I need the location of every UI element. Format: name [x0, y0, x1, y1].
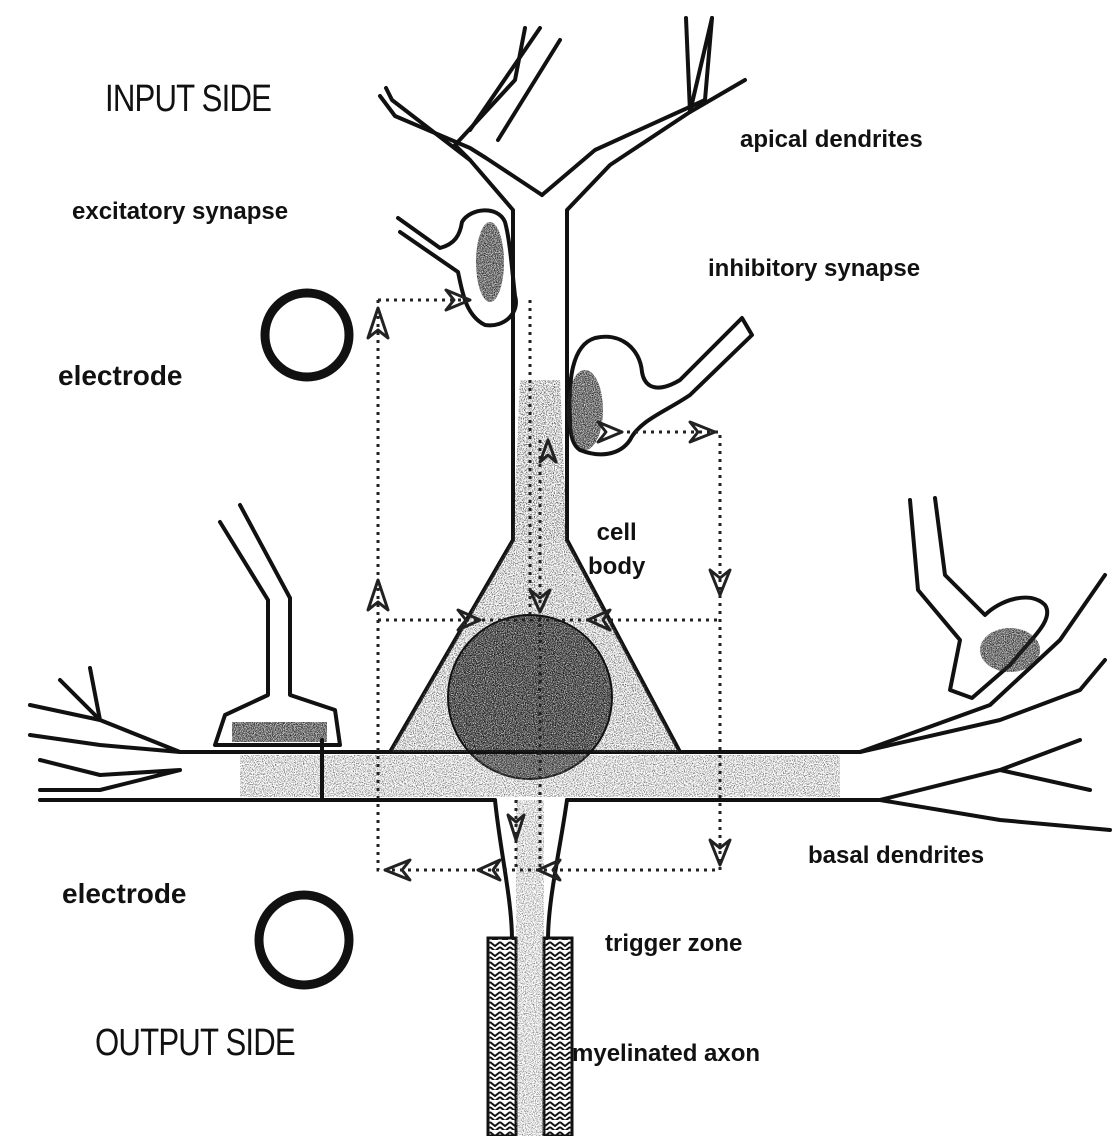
myelin-sheath-right: [544, 938, 572, 1136]
cell-body-label-line1: cell: [588, 516, 645, 550]
inhibitory-synapse: [567, 318, 752, 454]
electrode-bottom-label: electrode: [62, 878, 187, 910]
basal-dendrites-label: basal dendrites: [808, 842, 984, 870]
input-side-label: INPUT SIDE: [105, 78, 271, 121]
apical-dendrites-label: apical dendrites: [740, 126, 923, 154]
axon: [488, 800, 572, 1136]
excitatory-synapse-label: excitatory synapse: [72, 198, 288, 226]
cell-body-label-line2: body: [588, 550, 645, 584]
excitatory-synapse: [398, 210, 516, 325]
myelinated-axon-label: myelinated axon: [572, 1040, 760, 1068]
cell-body-label: cell body: [588, 516, 645, 584]
electrode-top-icon: [265, 293, 349, 377]
basal-synapse-right: [910, 498, 1047, 698]
electrode-bottom-icon: [259, 895, 349, 985]
inhibitory-synapse-label: inhibitory synapse: [708, 255, 920, 283]
trigger-zone-label: trigger zone: [605, 930, 742, 958]
output-side-label: OUTPUT SIDE: [95, 1022, 295, 1065]
myelin-sheath-left: [488, 938, 516, 1136]
electrode-top-label: electrode: [58, 360, 183, 392]
